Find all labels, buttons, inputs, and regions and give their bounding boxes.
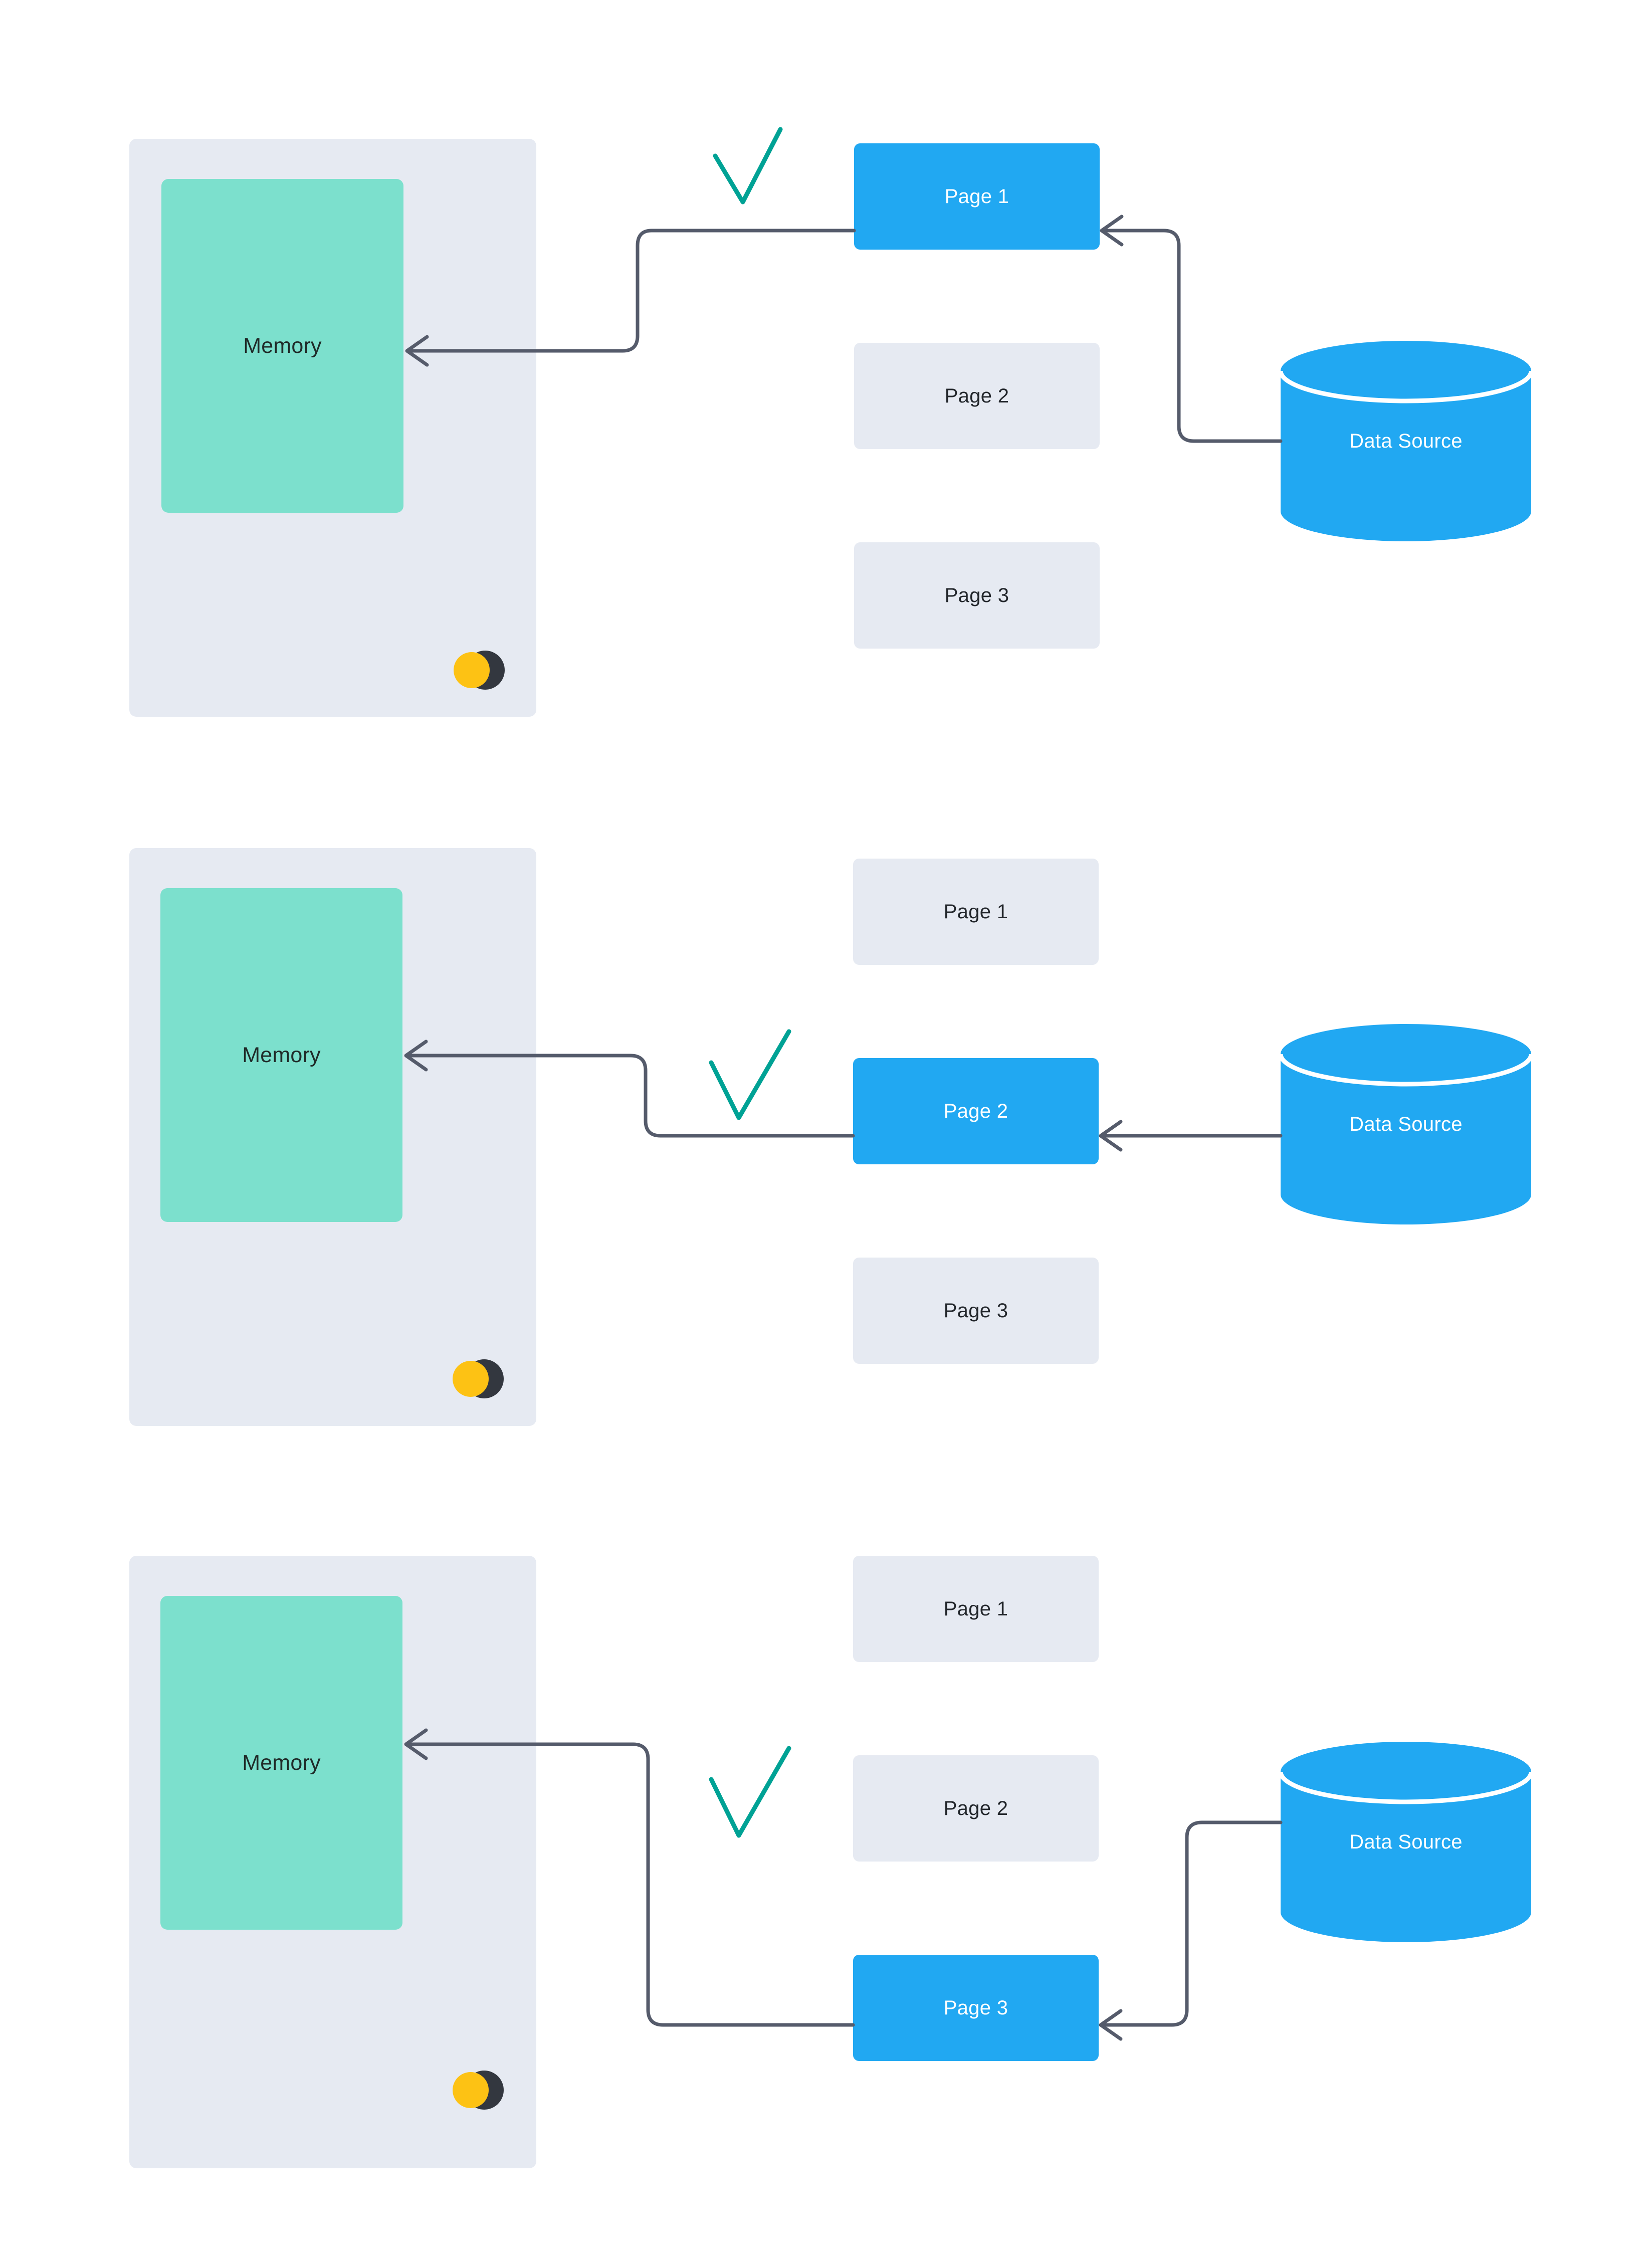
crescent-logo-icon	[453, 2057, 507, 2123]
arrow-left-icon	[1099, 2009, 1123, 2041]
page-label: Page 2	[944, 384, 1009, 407]
memory-label: Memory	[243, 333, 322, 358]
data-source-2[interactable]: Data Source	[1278, 1024, 1534, 1224]
page-label: Page 3	[943, 1996, 1008, 2019]
page-box-2-2[interactable]: Page 2	[853, 1058, 1099, 1164]
page-label: Page 1	[943, 900, 1008, 923]
page-box-2-3[interactable]: Page 3	[853, 1258, 1099, 1364]
data-source-3[interactable]: Data Source	[1278, 1742, 1534, 1942]
check-icon	[709, 1746, 791, 1838]
crescent-logo-icon	[454, 637, 508, 703]
data-source-label: Data Source	[1349, 1113, 1463, 1135]
page-box-3-2[interactable]: Page 2	[853, 1755, 1099, 1862]
memory-label: Memory	[242, 1043, 321, 1067]
memory-block-3[interactable]: Memory	[160, 1596, 402, 1930]
memory-block-1[interactable]: Memory	[161, 179, 403, 513]
page-box-3-1[interactable]: Page 1	[853, 1556, 1099, 1662]
database-cylinder-icon	[1278, 1024, 1534, 1224]
database-cylinder-icon	[1278, 341, 1534, 541]
wire-datasource-to-page1	[1104, 229, 1283, 443]
check-icon	[709, 1029, 791, 1120]
page-box-1-2[interactable]: Page 2	[854, 343, 1100, 449]
data-source-label: Data Source	[1349, 1831, 1463, 1853]
memory-block-2[interactable]: Memory	[160, 888, 402, 1222]
page-label: Page 1	[944, 185, 1009, 208]
page-label: Page 3	[944, 584, 1009, 606]
data-source-1[interactable]: Data Source	[1278, 341, 1534, 541]
page-box-1-1[interactable]: Page 1	[854, 143, 1100, 250]
page-box-3-3[interactable]: Page 3	[853, 1955, 1099, 2061]
page-label: Page 2	[943, 1797, 1008, 1819]
check-icon	[713, 127, 783, 204]
page-box-2-1[interactable]: Page 1	[853, 859, 1099, 965]
data-source-label: Data Source	[1349, 430, 1463, 452]
wire-datasource-to-page3	[1103, 1820, 1283, 2027]
database-cylinder-icon	[1278, 1742, 1534, 1942]
page-label: Page 1	[943, 1597, 1008, 1620]
page-label: Page 3	[943, 1299, 1008, 1322]
memory-label: Memory	[242, 1750, 321, 1775]
arrow-left-icon	[1099, 1120, 1123, 1152]
crescent-logo-icon	[453, 1346, 507, 1412]
page-label: Page 2	[943, 1100, 1008, 1122]
arrow-left-icon	[1100, 215, 1124, 247]
page-box-1-3[interactable]: Page 3	[854, 542, 1100, 649]
